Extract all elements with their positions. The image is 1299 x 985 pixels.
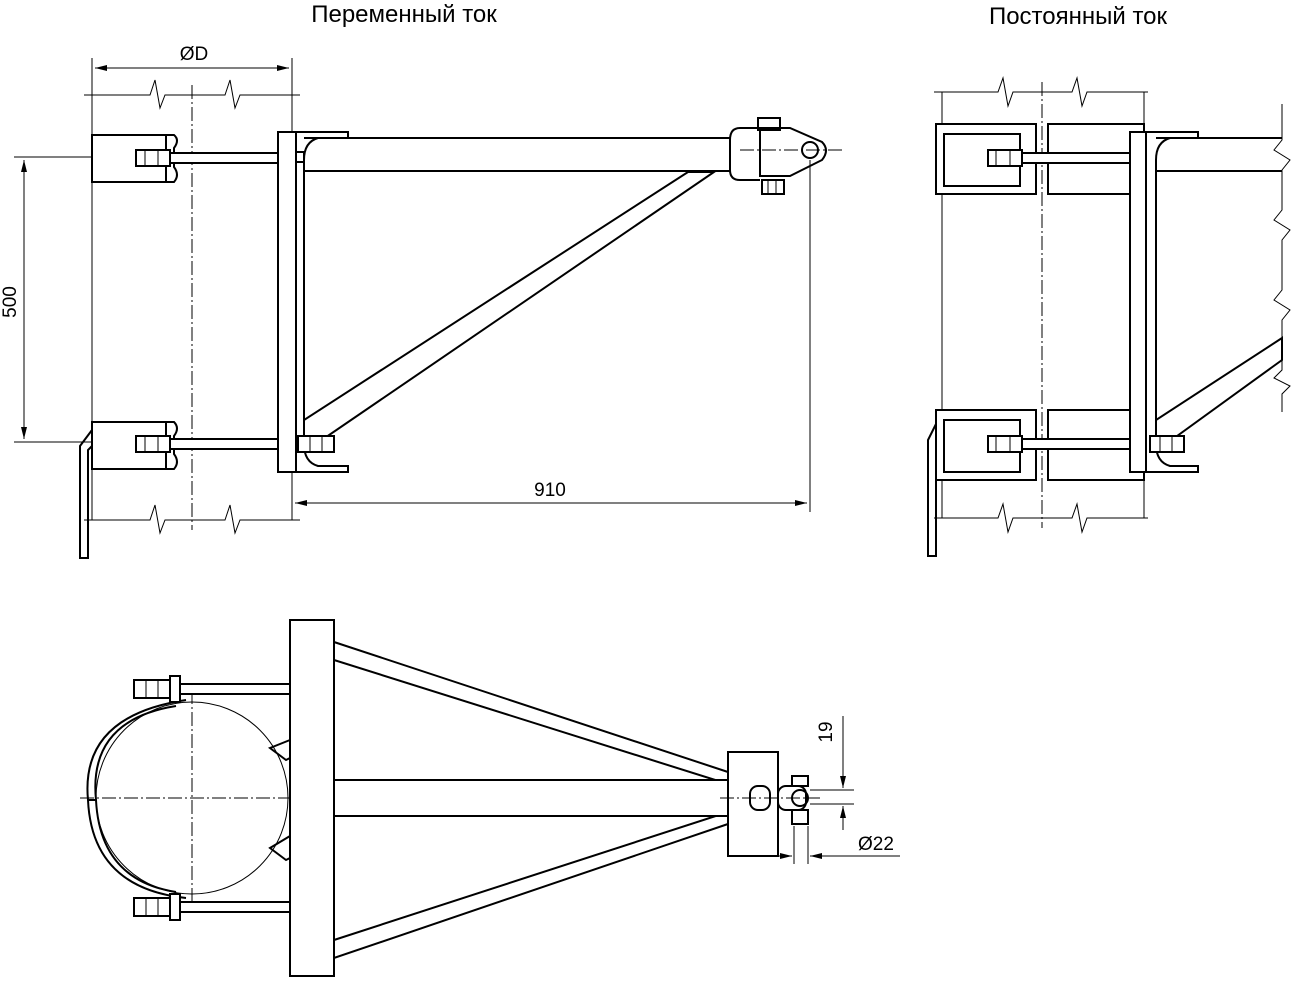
plan-end-fitting [720,751,820,857]
dim-hole-offset-label: 19 [816,721,837,742]
title-dc: Постоянный ток [989,3,1168,30]
plan-view: 19 Ø22 [80,619,900,977]
insulator-fitting [729,117,842,195]
dc-bracket-frame [1129,104,1291,473]
dc-top-clamp [935,123,1145,195]
dim-height: 500 [0,156,130,443]
plan-base-plate [267,619,335,977]
dim-diameter: ØD [95,44,289,71]
ac-side-view: ØD 500 [0,44,842,559]
dim-height-label: 500 [0,286,21,318]
dim-length: 910 [291,160,811,520]
plan-struts [333,640,729,960]
dim-length-label: 910 [534,480,566,501]
dim-hole-diameter: Ø22 [760,826,900,864]
title-ac: Переменный ток [311,1,497,28]
bracket-frame [277,131,730,473]
dim-diameter-label: ØD [180,44,209,65]
dc-bottom-clamp [927,409,1145,557]
dim-hole-offset: 19 [810,716,854,830]
dim-hole-diameter-label: Ø22 [858,834,894,855]
bottom-clamp [79,421,279,559]
top-clamp [91,134,279,183]
dc-side-view [927,76,1291,557]
